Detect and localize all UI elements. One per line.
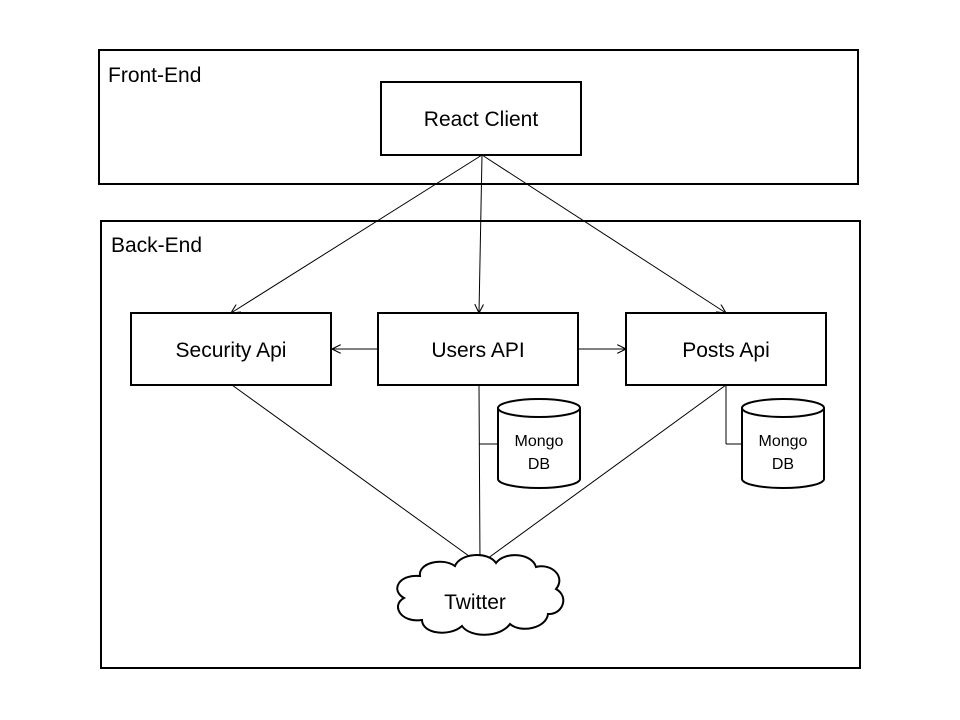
users-api-node: Users API: [377, 312, 579, 386]
security-api-label: Security Api: [176, 339, 287, 362]
edge-react-client-to-posts-api: [481, 154, 726, 313]
users-db-label-line1: Mongo: [515, 433, 564, 450]
cloud-icon: [396, 554, 565, 636]
database-icon-rim: [497, 407, 581, 418]
security-api-node: Security Api: [130, 312, 332, 386]
posts-db-label-line1: Mongo: [759, 433, 808, 450]
posts-api-label: Posts Api: [682, 339, 770, 362]
react-client-node: React Client: [380, 81, 582, 156]
users-api-box: [377, 312, 579, 386]
posts-api-box: [625, 312, 827, 386]
edge-react-client-to-security-api: [231, 154, 483, 313]
edge-users-api-to-twitter: [479, 384, 480, 564]
database-icon-rim: [741, 407, 825, 418]
posts-api-node: Posts Api: [625, 312, 827, 386]
react-client-label: React Client: [424, 108, 539, 131]
edges: [231, 154, 742, 564]
edge-posts-api-to-twitter: [480, 384, 727, 564]
backend-group-label: Back-End: [111, 234, 202, 257]
posts-mongodb-node: Mongo DB: [741, 398, 825, 489]
users-mongodb-node: Mongo DB: [497, 398, 581, 489]
security-api-box: [130, 312, 332, 386]
users-db-label-line2: DB: [528, 456, 550, 473]
react-client-box: [380, 81, 582, 156]
frontend-group-label: Front-End: [108, 64, 201, 87]
twitter-node: Twitter: [396, 554, 565, 636]
database-icon: [741, 398, 825, 489]
twitter-label: Twitter: [444, 591, 506, 614]
posts-db-label-line2: DB: [772, 456, 794, 473]
edge-react-client-to-users-api: [479, 154, 482, 313]
database-icon: [497, 398, 581, 489]
edge-security-api-to-twitter: [231, 384, 480, 564]
users-api-label: Users API: [431, 339, 524, 362]
